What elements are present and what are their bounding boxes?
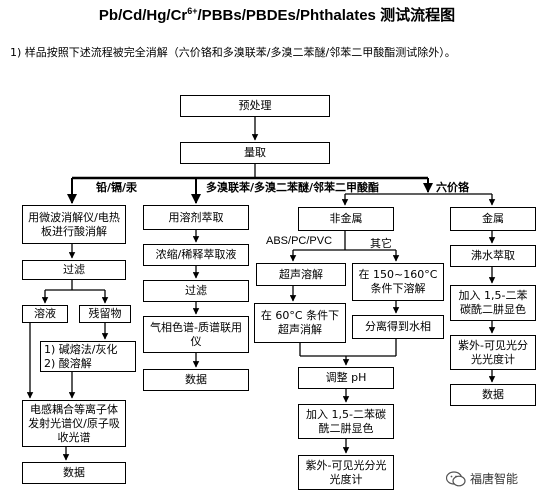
wechat-icon <box>446 470 466 486</box>
branch-label-metals: 铅/镉/汞 <box>96 181 138 194</box>
separate-aqueous-box: 分离得到水相 <box>352 315 444 339</box>
title-main: Pb/Cd/Hg/Cr <box>98 7 188 24</box>
concentrate-box: 浓缩/稀释萃取液 <box>143 244 249 266</box>
metals-filter-box: 过滤 <box>22 260 126 280</box>
adjust-ph-box: 调整 pH <box>298 367 394 389</box>
gcms-box: 气相色谱-质谱联用仪 <box>143 316 249 353</box>
page-title: Pb/Cd/Hg/Cr6+/PBBs/PBDEs/Phthalates 测试流程… <box>0 4 554 25</box>
title-superscript: 6+ <box>187 6 198 16</box>
uvvis-box: 紫外-可见光分光光度计 <box>298 455 394 490</box>
acid-digest-box: 用微波消解仪/电热板进行酸消解 <box>22 205 126 244</box>
alkali-fusion-box: 1) 碱熔法/灰化 2) 酸溶解 <box>40 341 136 372</box>
icp-box: 电感耦合等离子体发射光谱仪/原子吸收光谱 <box>22 400 126 447</box>
branch-label-pbb: 多溴联苯/多溴二苯醚/邻苯二甲酸酯 <box>206 181 380 194</box>
boiling-water-extract-box: 沸水萃取 <box>450 245 536 267</box>
pretreat-box: 预处理 <box>180 95 330 117</box>
residue-box: 残留物 <box>79 305 131 323</box>
nonmetal-box: 非金属 <box>298 207 394 231</box>
add-dpc-box: 加入 1,5-二苯碳酰二肼显色 <box>298 404 394 439</box>
weigh-box: 量取 <box>180 142 330 164</box>
branch-label-cr6: 六价铬 <box>436 181 469 194</box>
metal-box: 金属 <box>450 207 536 231</box>
metals-data-box: 数据 <box>22 462 126 484</box>
alkali-step-2: 2) 酸溶解 <box>44 357 92 370</box>
pbb-data-box: 数据 <box>143 369 249 391</box>
alkali-step-1: 1) 碱熔法/灰化 <box>44 343 118 356</box>
ultrasonic-box: 超声溶解 <box>256 263 346 286</box>
pbb-filter-box: 过滤 <box>143 280 249 302</box>
dissolve-150c-box: 在 150~160°C 条件下溶解 <box>352 263 444 301</box>
abs-label: ABS/PC/PVC <box>266 235 333 247</box>
title-rest: /PBBs/PBDEs/Phthalates 测试流程图 <box>197 7 456 24</box>
ultrasonic-60c-box: 在 60°C 条件下超声消解 <box>254 303 346 343</box>
solution-box: 溶液 <box>22 305 68 323</box>
metal-uvvis-box: 紫外-可见光分光光度计 <box>450 335 536 370</box>
solvent-extract-box: 用溶剂萃取 <box>143 205 249 230</box>
other-label: 其它 <box>370 237 392 250</box>
metal-data-box: 数据 <box>450 384 536 406</box>
watermark-text: 福唐智能 <box>470 472 519 486</box>
watermark: 福唐智能 <box>446 470 518 487</box>
intro-text: 1) 样品按照下述流程被完全消解（六价铬和多溴联苯/多溴二苯醚/邻苯二甲酸酯测试… <box>10 46 456 59</box>
metal-add-dpc-box: 加入 1,5-二苯碳酰二肼显色 <box>450 285 536 321</box>
